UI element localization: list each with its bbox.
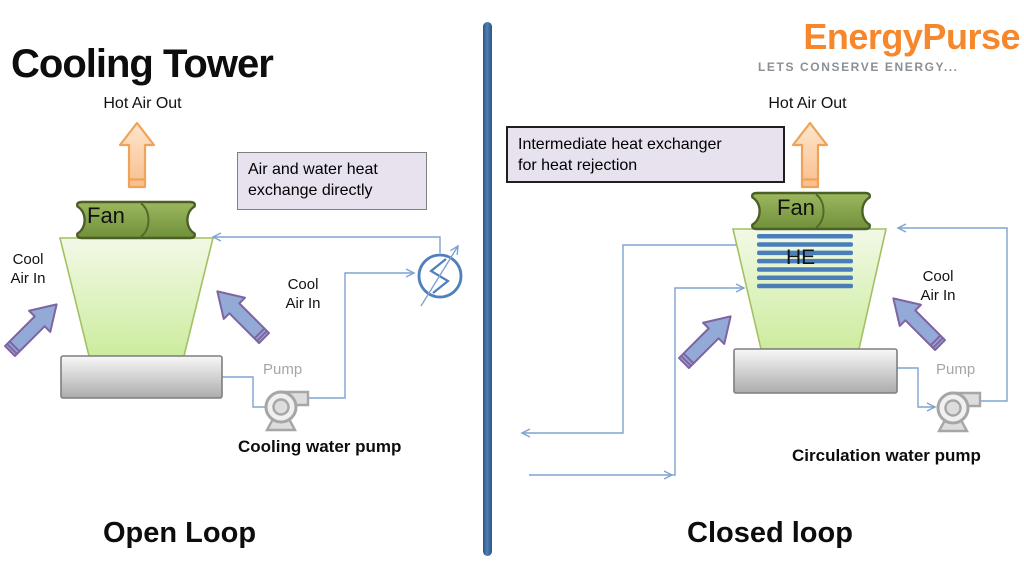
pump-icon [936, 391, 982, 433]
cool-air-arrow-left [672, 304, 743, 375]
pump-label: Pump [936, 361, 976, 378]
pipe-pump-to-spray [896, 223, 1008, 402]
note-box: Intermediate heat exchanger for heat rej… [506, 126, 785, 183]
water-basin [60, 355, 223, 399]
heat-exchanger-coil [757, 234, 853, 289]
divider [483, 22, 492, 556]
pump-label: Pump [263, 361, 303, 378]
logo-tagline: LETS CONSERVE ENERGY... [758, 60, 959, 74]
pipe-basin-to-pump [222, 376, 266, 408]
pump-caption: Circulation water pump [792, 446, 981, 465]
heat-exchanger-label: HE [786, 246, 816, 269]
pipe-he-supply-out [520, 244, 738, 438]
heat-exchanger-symbol [417, 244, 463, 307]
page-title: Cooling Tower [11, 42, 274, 86]
fan-label: Fan [777, 195, 815, 220]
loop-label-open: Open Loop [103, 517, 257, 549]
pump-caption: Cooling water pump [238, 437, 402, 456]
pipe-he-return-riser [672, 283, 746, 476]
pump-icon [264, 390, 310, 432]
cool-air-arrow-left [0, 292, 69, 363]
cool-air-in-label: Cool Air In [10, 251, 46, 287]
hot-air-out-label: Hot Air Out [103, 95, 182, 112]
pipe-spray-return [211, 232, 441, 253]
fan-label: Fan [87, 203, 125, 228]
water-basin [733, 348, 898, 394]
cool-air-in-label: Cool Air In [285, 276, 321, 312]
pipe-pump-to-hx [308, 268, 416, 399]
hot-air-out-label: Hot Air Out [768, 95, 847, 112]
note-box: Air and water heat exchange directly [237, 152, 427, 210]
hot-air-up-arrow [118, 121, 156, 189]
closed-loop-diagram [520, 121, 1008, 480]
cool-air-arrow-right [205, 279, 276, 350]
hot-air-up-arrow [791, 121, 829, 189]
cool-air-in-label: Cool Air In [920, 268, 956, 304]
cooling-tower-body [58, 237, 215, 357]
open-loop-diagram [0, 121, 463, 432]
pipe-basin-to-pump [897, 367, 937, 412]
energypurse-logo: EnergyPurse [803, 16, 1020, 57]
loop-label-closed: Closed loop [687, 517, 853, 549]
